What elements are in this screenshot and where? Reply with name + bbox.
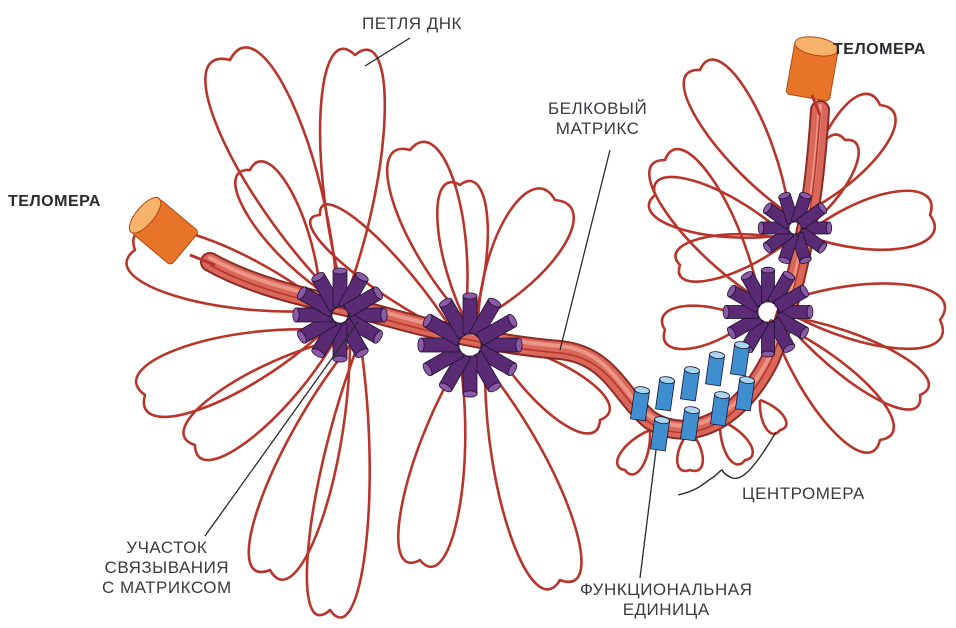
binding-cylinder-cap bbox=[381, 308, 387, 322]
protein-matrix-label: БЕЛКОВЫЙ МАТРИКС bbox=[548, 99, 647, 139]
functional-unit-label: ФУНКЦИОНАЛЬНАЯ ЕДИНИЦА bbox=[580, 580, 752, 620]
binding-site-label-line-3: С МАТРИКСОМ bbox=[102, 578, 232, 598]
binding-cylinder-cap bbox=[516, 338, 522, 352]
dna-loop bbox=[320, 49, 385, 300]
functional-cylinder-body bbox=[655, 379, 674, 411]
telomere-right-label: ТЕЛОМЕРА bbox=[833, 40, 926, 60]
binding-cylinder-cap bbox=[807, 306, 813, 319]
dna-loop bbox=[617, 430, 650, 474]
binding-site-label-line-1: УЧАСТОК bbox=[102, 538, 232, 558]
telomere-left bbox=[124, 193, 199, 266]
dna-loop bbox=[307, 340, 370, 617]
binding-cylinder-cap bbox=[463, 293, 477, 299]
binding-cylinder-cap bbox=[826, 222, 831, 234]
functional-cylinder bbox=[730, 341, 749, 376]
binding-site-label: УЧАСТОК СВЯЗЫВАНИЯ С МАТРИКСОМ bbox=[102, 538, 232, 598]
binding-cylinder-cap bbox=[333, 268, 347, 274]
matrix-fiber bbox=[210, 110, 820, 430]
protein-matrix-fiber bbox=[210, 106, 820, 433]
dna-loop bbox=[805, 191, 935, 250]
telomere-right bbox=[786, 34, 840, 102]
protein-matrix-label-line-1: БЕЛКОВЫЙ bbox=[548, 99, 647, 119]
functional-cylinder bbox=[655, 376, 674, 411]
functional-unit-leader bbox=[640, 450, 656, 578]
dna-loop bbox=[398, 360, 465, 567]
binding-site-label-line-2: СВЯЗЫВАНИЯ bbox=[102, 558, 232, 578]
binding-cylinder-cap bbox=[463, 391, 477, 397]
dna-loop-label: ПЕТЛЯ ДНК bbox=[362, 14, 462, 34]
centromere-label: ЦЕНТРОМЕРА bbox=[742, 484, 865, 504]
functional-cylinder bbox=[705, 351, 724, 386]
binding-cylinder-cap bbox=[333, 356, 347, 362]
protein-matrix-leader bbox=[560, 150, 610, 350]
binding-cylinder-cap bbox=[762, 267, 775, 273]
dna-loop bbox=[760, 400, 787, 434]
binding-site-leader bbox=[205, 322, 358, 536]
functional-cylinder bbox=[735, 376, 754, 411]
binding-site-clusters bbox=[293, 191, 832, 397]
functional-cylinder bbox=[680, 366, 699, 401]
protein-matrix-label-line-2: МАТРИКС bbox=[548, 119, 647, 139]
functional-cylinder-body bbox=[680, 369, 699, 401]
dna-loop bbox=[684, 60, 790, 215]
functional-unit-label-line-1: ФУНКЦИОНАЛЬНАЯ bbox=[580, 580, 752, 600]
telomeres bbox=[124, 34, 840, 266]
matrix-fiber-shadow bbox=[210, 110, 820, 430]
binding-cylinder-cap bbox=[723, 306, 729, 319]
functional-cylinder-body bbox=[730, 344, 749, 376]
functional-unit-label-line-2: ЕДИНИЦА bbox=[580, 600, 752, 620]
telomere-left-label: ТЕЛОМЕРА bbox=[8, 192, 101, 212]
binding-cylinder-cap bbox=[762, 351, 775, 357]
binding-cylinder-cap bbox=[758, 222, 763, 234]
binding-cylinder-cap bbox=[293, 308, 299, 322]
dna-loop bbox=[136, 329, 325, 417]
functional-cylinder-body bbox=[705, 354, 724, 386]
dna-loop bbox=[249, 345, 350, 580]
functional-cylinder-body bbox=[735, 379, 754, 411]
binding-cylinder-cap bbox=[418, 338, 424, 352]
